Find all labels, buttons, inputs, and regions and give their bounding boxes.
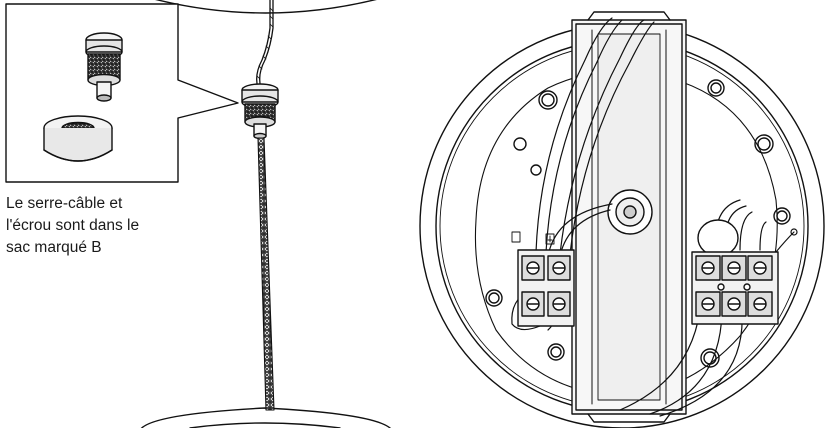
braided-cord [257, 137, 275, 411]
detail-callout [5, 3, 239, 183]
caption-line-3: sac marqué B [6, 239, 102, 256]
cable-gland-installed-icon [241, 83, 279, 140]
wire-entry [697, 219, 739, 257]
nut-icon [43, 115, 113, 162]
parts-caption: Le serre-câble et l'écrou sont dans le s… [6, 193, 206, 259]
terminal-block-left-icon [517, 249, 575, 327]
suspension-cable [256, 0, 274, 89]
earth-marker-icon [511, 231, 555, 245]
caption-line-1: Le serre-câble et [6, 195, 123, 212]
lamp-shade-bottom [140, 407, 391, 428]
canopy-top [155, 0, 377, 14]
cable-gland-icon [85, 32, 123, 102]
center-screw-icon [607, 189, 653, 235]
caption-line-2: l'écrou sont dans le [6, 217, 140, 234]
terminal-block-right-icon [691, 251, 779, 325]
